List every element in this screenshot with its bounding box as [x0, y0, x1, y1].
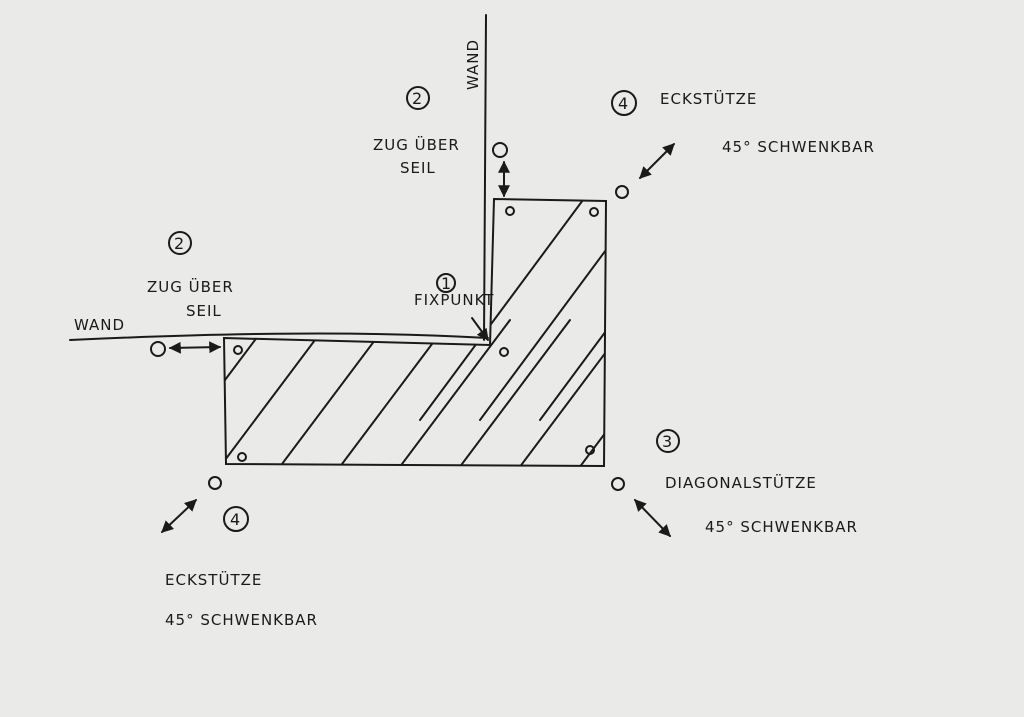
pull-left-label-2: SEIL: [186, 302, 222, 320]
corner-top-right-label: ECKSTÜTZE: [660, 89, 757, 108]
platform-outline: [222, 197, 608, 468]
corner-top-right-number-circle: [611, 90, 637, 116]
pull-top-label-2: SEIL: [400, 159, 436, 177]
corner-bottom-left-support-icon: [208, 476, 222, 490]
pull-top-number-circle: [406, 86, 430, 110]
pull-left-anchor-icon: [150, 341, 166, 357]
pull-left-number-circle: [168, 231, 192, 255]
pull-left-label-1: ZUG ÜBER: [147, 277, 234, 296]
pull-top-number: 2: [412, 89, 423, 108]
pull-left-arrow-icon: [168, 341, 222, 354]
wall-horizontal-label: WAND: [74, 316, 125, 334]
wall-vertical-label: WAND: [464, 39, 482, 90]
platform-anchor-points: [233, 206, 599, 462]
corner-bottom-left-arrow-icon: [161, 499, 197, 533]
corner-top-right-number: 4: [618, 94, 629, 113]
pull-left-number: 2: [174, 234, 185, 253]
fixpoint-arrow: [471, 317, 489, 341]
diagonal-number: 3: [662, 432, 673, 451]
fixpoint-label: FIXPUNKT: [414, 291, 494, 309]
corner-top-right-support-icon: [615, 185, 629, 199]
corner-bottom-left-number: 4: [230, 510, 241, 529]
diagonal-label: DIAGONALSTÜTZE: [665, 473, 817, 492]
diagonal-note: 45° SCHWENKBAR: [705, 518, 858, 536]
wall-vertical-line: [483, 14, 487, 341]
pull-top-anchor-icon: [492, 142, 508, 158]
corner-bottom-left-number-circle: [223, 506, 249, 532]
wall-horizontal-line: [69, 332, 489, 341]
diagonal-support-icon: [611, 477, 625, 491]
corner-top-right-arrow-icon: [639, 143, 675, 179]
diagonal-number-circle: [656, 429, 680, 453]
fixpoint-number-circle: [436, 273, 456, 293]
corner-bottom-left-note: 45° SCHWENKBAR: [165, 611, 318, 629]
corner-bottom-left-label: ECKSTÜTZE: [165, 570, 262, 589]
diagonal-arrow-icon: [634, 499, 671, 537]
pull-top-label-1: ZUG ÜBER: [373, 135, 460, 154]
platform-hatching: [224, 199, 606, 466]
corner-top-right-note: 45° SCHWENKBAR: [722, 138, 875, 156]
fixpoint-number: 1: [441, 274, 452, 293]
